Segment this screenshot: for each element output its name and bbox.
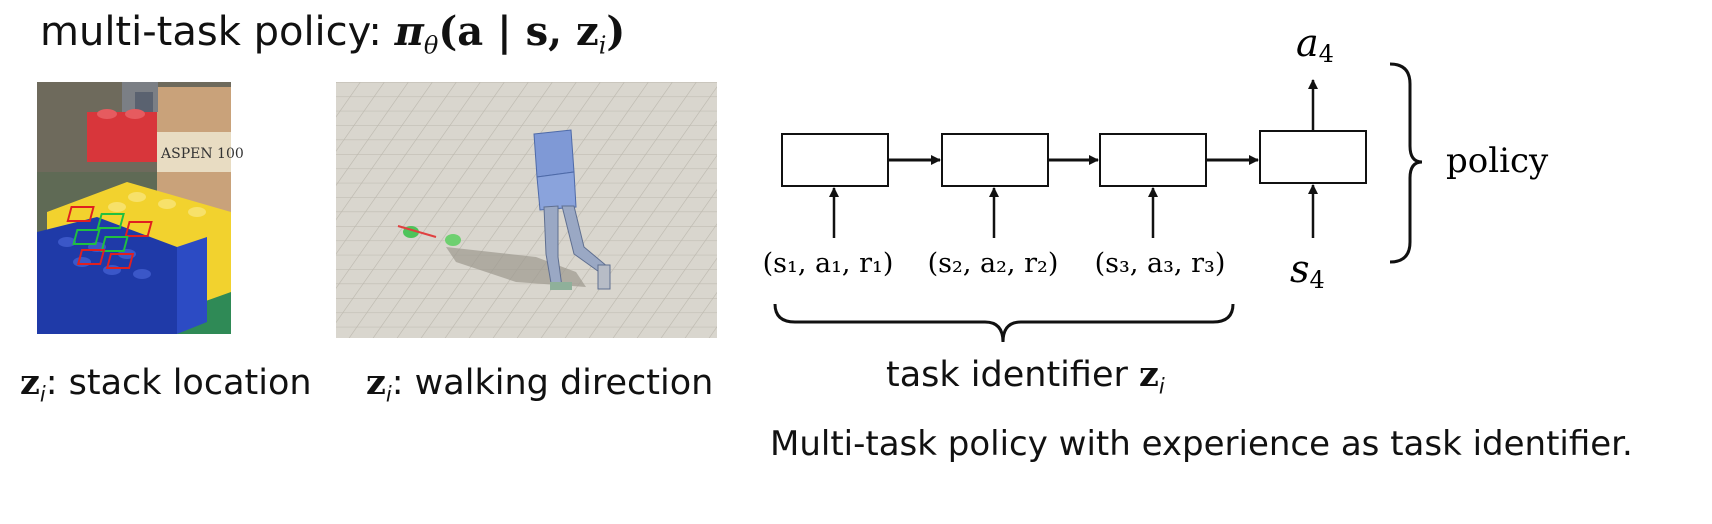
title-prefix: multi-task policy:	[40, 9, 395, 55]
page-title: multi-task policy: πθ(a | s, zi)	[40, 8, 625, 59]
figure-caption: Multi-task policy with experience as tas…	[770, 424, 1633, 464]
policy-label: policy	[1446, 141, 1549, 181]
lego-stacking-image: ASPEN 100	[37, 82, 244, 334]
walking-robot-image	[336, 82, 717, 338]
input-label-1: (s₁, a₁, r₁)	[763, 248, 894, 279]
title-formula: πθ(a | s, zi)	[394, 8, 626, 60]
rnn-cell-1	[781, 133, 889, 187]
box-print: ASPEN 100	[160, 146, 244, 162]
output-label: a4	[1296, 21, 1334, 68]
task-identifier-label: task identifier zi	[886, 354, 1165, 399]
policy-brace	[1389, 62, 1423, 264]
stack-location-caption: zi: stack location	[20, 362, 312, 407]
walking-direction-caption: zi: walking direction	[366, 362, 714, 407]
rnn-cell-4	[1259, 130, 1367, 184]
input-label-3: (s₃, a₃, r₃)	[1095, 248, 1226, 279]
rnn-cell-2	[941, 133, 1049, 187]
input-label-2: (s₂, a₂, r₂)	[928, 248, 1059, 279]
task-brace	[773, 303, 1235, 343]
state-label: s4	[1290, 247, 1325, 294]
rnn-cell-3	[1099, 133, 1207, 187]
